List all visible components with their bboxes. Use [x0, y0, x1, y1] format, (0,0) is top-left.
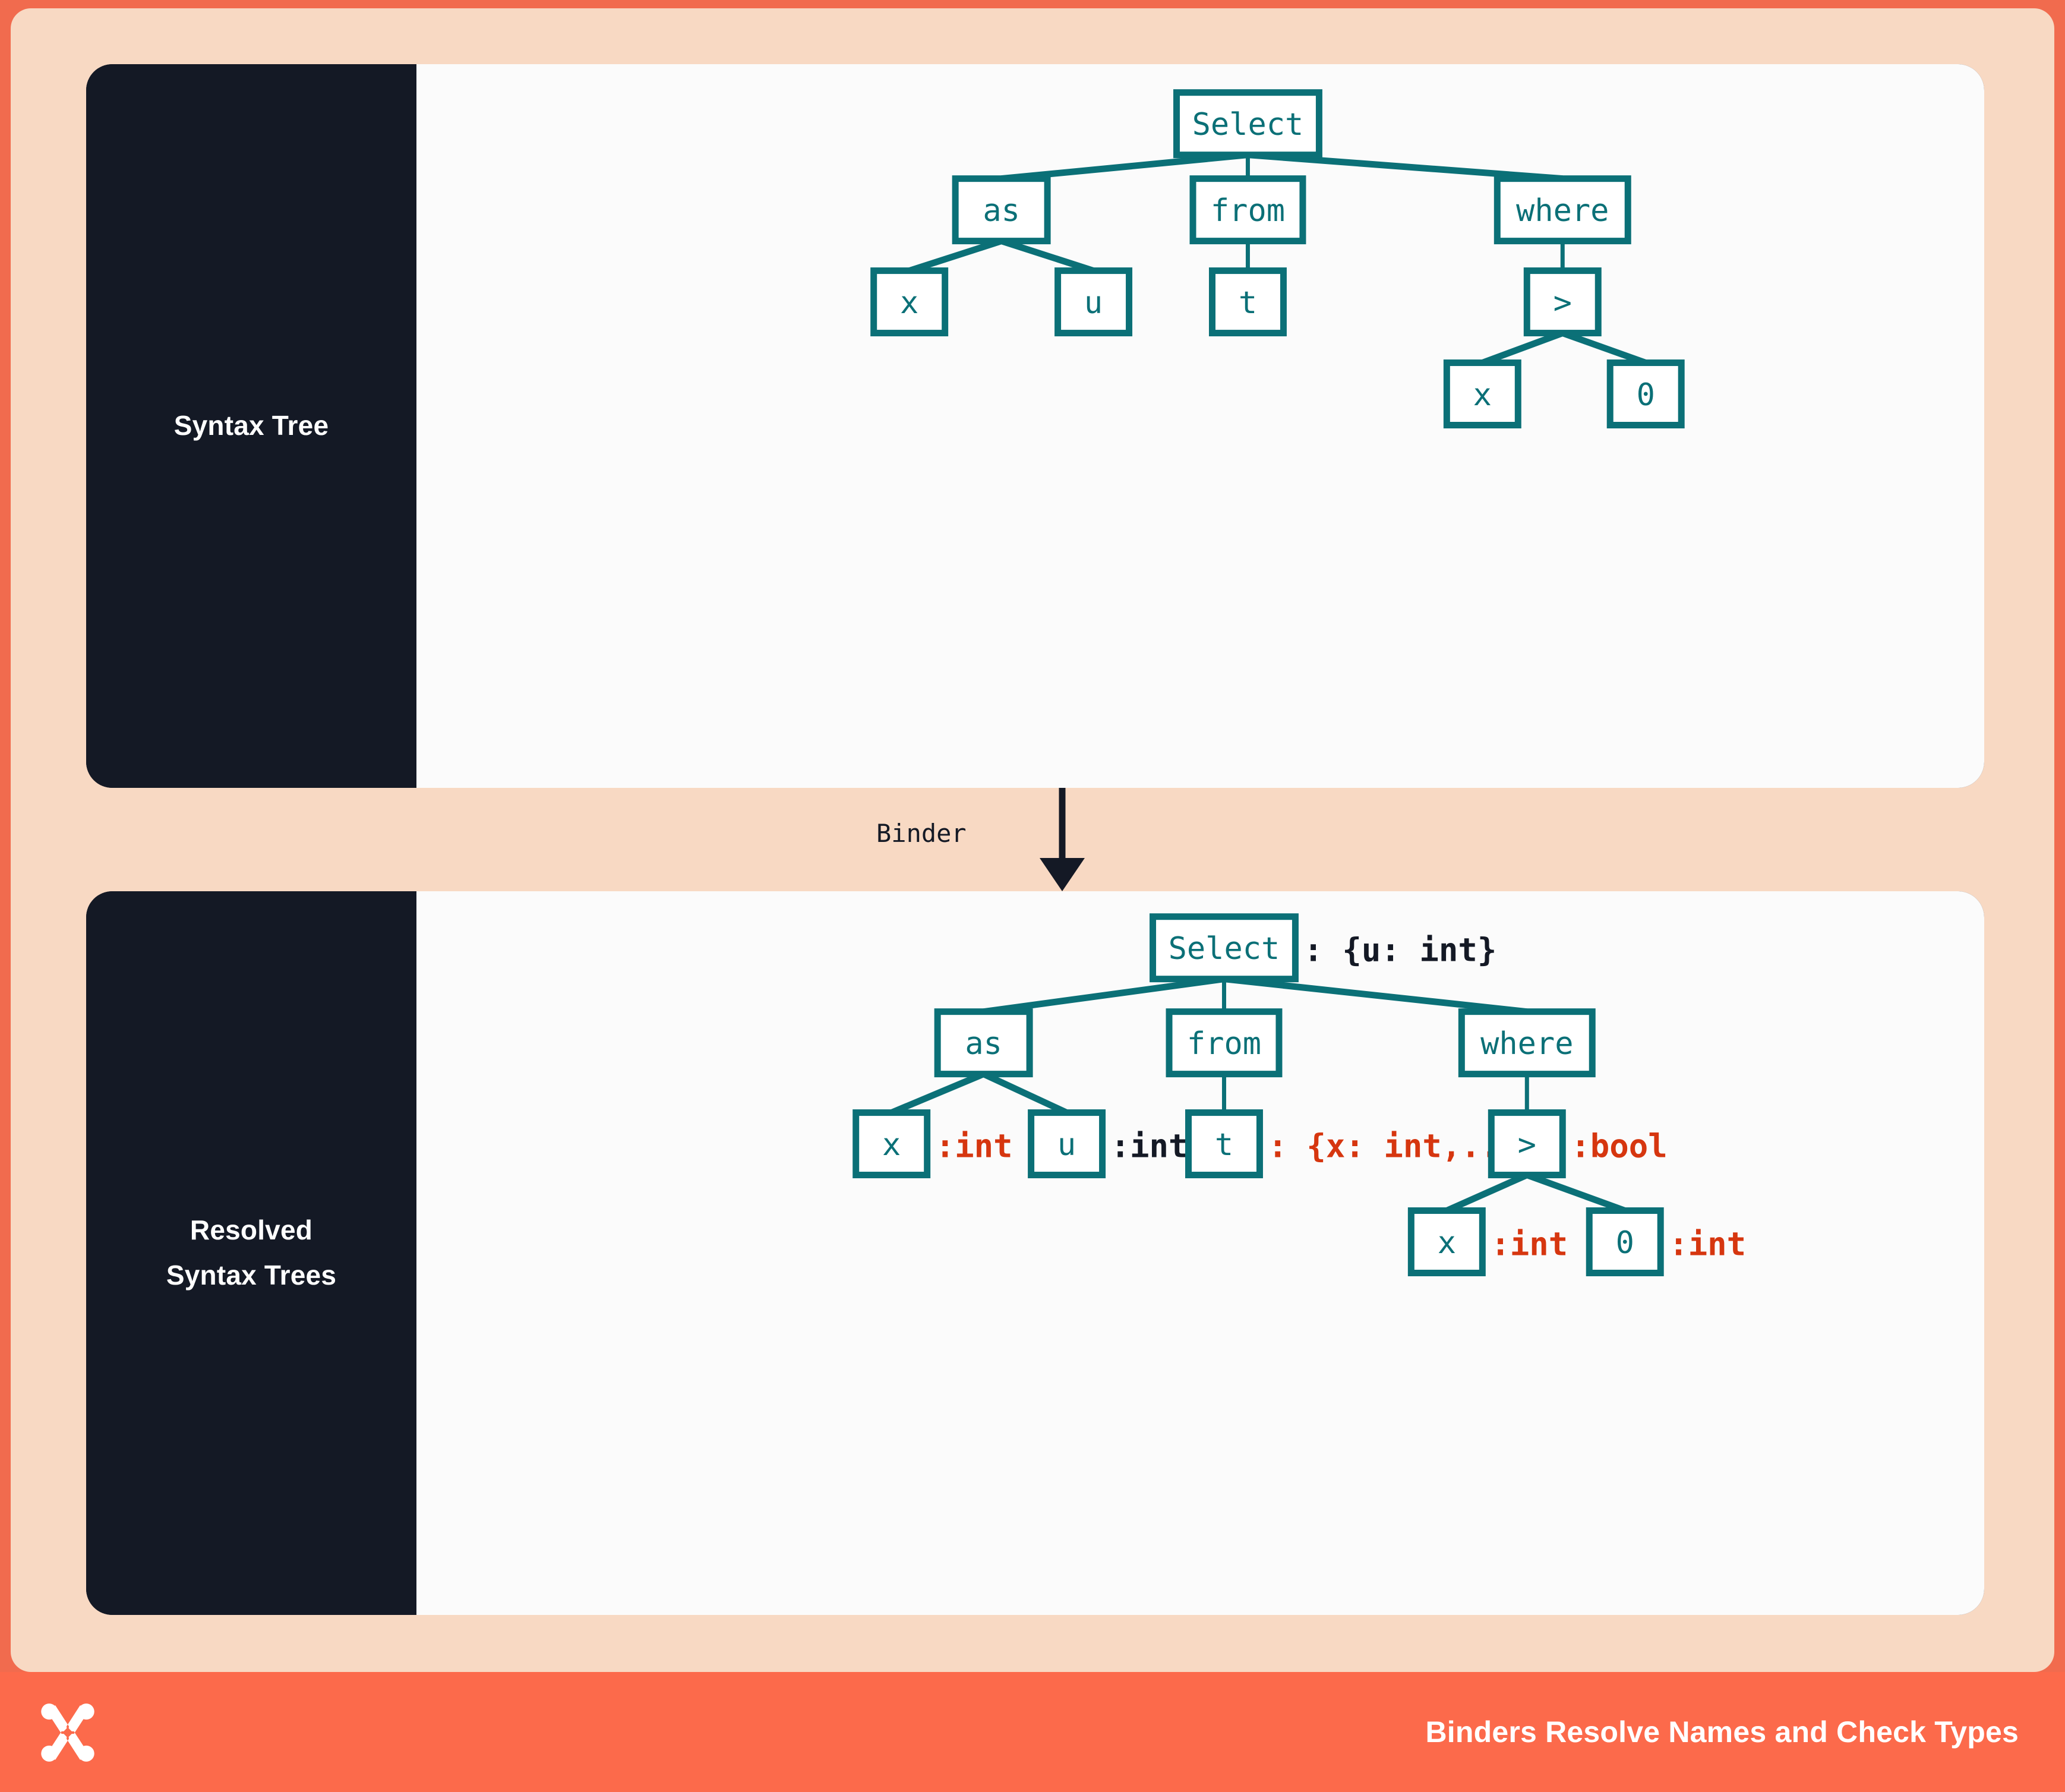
tree-node-box — [1523, 267, 1602, 337]
tree-node-box — [1185, 1109, 1263, 1179]
panel-resolved-label: Resolved Syntax Trees — [86, 891, 416, 1615]
tree-node-label: x — [882, 1127, 901, 1163]
tree-node-label: x — [1473, 377, 1492, 413]
tree-node-label: where — [1516, 193, 1609, 229]
tree-node[interactable]: from — [1189, 175, 1306, 245]
tree-node[interactable]: > — [1523, 267, 1602, 337]
tree-node-label: t — [1215, 1127, 1233, 1163]
tree-node-box — [1443, 359, 1521, 428]
tree-edge — [908, 238, 1003, 274]
tree-node-annotation: :bool — [1571, 1128, 1667, 1165]
footer-title: Binders Resolve Names and Check Types — [1425, 1715, 2019, 1749]
tree-node-label: from — [1187, 1026, 1261, 1062]
tree-node-box — [934, 1008, 1033, 1078]
tree-node[interactable]: from — [1166, 1008, 1283, 1078]
tree-edge — [1526, 1172, 1627, 1214]
tree-node-box — [870, 267, 949, 337]
tree-node-box — [852, 1109, 931, 1179]
tree-node-label: u — [1084, 285, 1103, 321]
tree-node-box — [1150, 913, 1299, 983]
tree-edge — [1001, 152, 1248, 182]
panel-syntax-tree-label: Syntax Tree — [86, 64, 416, 788]
tree-node-box — [1028, 1109, 1106, 1179]
tree-node-annotation: :int — [936, 1128, 1013, 1165]
tree-node-box — [1189, 175, 1306, 245]
tree-node-annotation: :int — [1111, 1128, 1188, 1165]
tree-node[interactable]: Select — [1173, 89, 1322, 159]
tree-node[interactable]: where — [1458, 1008, 1596, 1078]
tree-nodes: Select as from where x u t > x 0 — [870, 89, 1685, 428]
tree-edge — [983, 976, 1225, 1015]
tree-node-box — [1606, 359, 1685, 428]
tree-node-label: 0 — [1616, 1225, 1634, 1261]
tree-node[interactable]: where — [1494, 175, 1631, 245]
tree-node-label: as — [965, 1026, 1002, 1062]
tree-node-label: Select — [1169, 931, 1280, 967]
tree-node-label: u — [1057, 1127, 1076, 1163]
tree-node-box — [1166, 1008, 1283, 1078]
tree-node-label: from — [1211, 193, 1285, 229]
tree-node-label: Select — [1192, 107, 1304, 143]
tree-node-box — [1054, 267, 1133, 337]
tree-edge — [1481, 330, 1564, 366]
tree-node[interactable]: x :int — [1407, 1207, 1568, 1276]
tree-node-label: x — [1438, 1225, 1456, 1261]
tree-node-box — [1407, 1207, 1486, 1276]
tree-node[interactable]: x — [1443, 359, 1521, 428]
tree-node[interactable]: u :int — [1028, 1109, 1188, 1179]
tree-node-label: as — [983, 193, 1020, 229]
tree-edge — [1445, 1172, 1529, 1214]
tree-node-label: t — [1239, 285, 1257, 321]
tree-node[interactable]: u — [1054, 267, 1133, 337]
tree-node-annotation: :int — [1491, 1226, 1568, 1263]
binder-label: Binder — [876, 819, 967, 848]
panel-syntax-tree: Syntax Tree Select as from where x u t > x 0 — [86, 64, 1984, 788]
panel-resolved-syntax-trees: Resolved Syntax Trees Select : {u: int} as… — [86, 891, 1984, 1615]
tree-node[interactable]: as — [934, 1008, 1033, 1078]
tree-node[interactable]: as — [952, 175, 1051, 245]
tree-node-label: x — [900, 285, 918, 321]
tree-node[interactable]: x :int — [852, 1109, 1013, 1179]
tree-node-annotation: : {u: int} — [1303, 932, 1496, 969]
tree-node[interactable]: x — [870, 267, 949, 337]
tree-edge — [1561, 330, 1647, 366]
tree-node-label: where — [1480, 1026, 1573, 1062]
tree-edges — [890, 976, 1627, 1214]
tree-node[interactable]: Select : {u: int} — [1150, 913, 1497, 983]
panel-syntax-tree-label-text: Syntax Tree — [173, 410, 329, 441]
panel-resolved-label-line2: Syntax Trees — [166, 1260, 337, 1291]
tree-node-box — [1586, 1207, 1664, 1276]
tree-node[interactable]: t — [1208, 267, 1287, 337]
syntax-tree-svg: Select as from where x u t > x 0 — [870, 89, 1685, 428]
tree-edge — [890, 1071, 985, 1116]
syntax-tree-canvas: Select as from where x u t > x 0 — [416, 64, 1984, 788]
tree-node[interactable]: t: {x: int,...} — [1185, 1109, 1539, 1179]
tree-edge — [1000, 238, 1095, 274]
arrow-down-icon — [1040, 788, 1085, 891]
tree-node-label: > — [1518, 1127, 1536, 1163]
footer-bar: Binders Resolve Names and Check Types — [0, 1672, 2065, 1792]
tree-node-box — [1494, 175, 1631, 245]
panel-resolved-label-line1: Resolved — [190, 1214, 313, 1246]
tree-node-box — [1173, 89, 1322, 159]
tree-edge — [1223, 976, 1527, 1015]
tree-edge — [982, 1071, 1068, 1116]
tree-node-annotation: :int — [1669, 1226, 1746, 1263]
tree-node[interactable]: 0 :int — [1586, 1207, 1746, 1276]
binder-connector: Binder — [86, 788, 1984, 891]
x-mark-logo — [41, 1703, 94, 1762]
tree-node-box — [1208, 267, 1287, 337]
tree-node-box — [1458, 1008, 1596, 1078]
tree-node-label: 0 — [1637, 377, 1655, 413]
tree-node-label: > — [1554, 285, 1572, 321]
tree-node[interactable]: > :bool — [1488, 1109, 1668, 1179]
tree-node-box — [1488, 1109, 1566, 1179]
tree-edges — [908, 152, 1647, 366]
tree-node-box — [952, 175, 1051, 245]
tree-node[interactable]: 0 — [1606, 359, 1685, 428]
tree-edge — [1248, 152, 1563, 182]
